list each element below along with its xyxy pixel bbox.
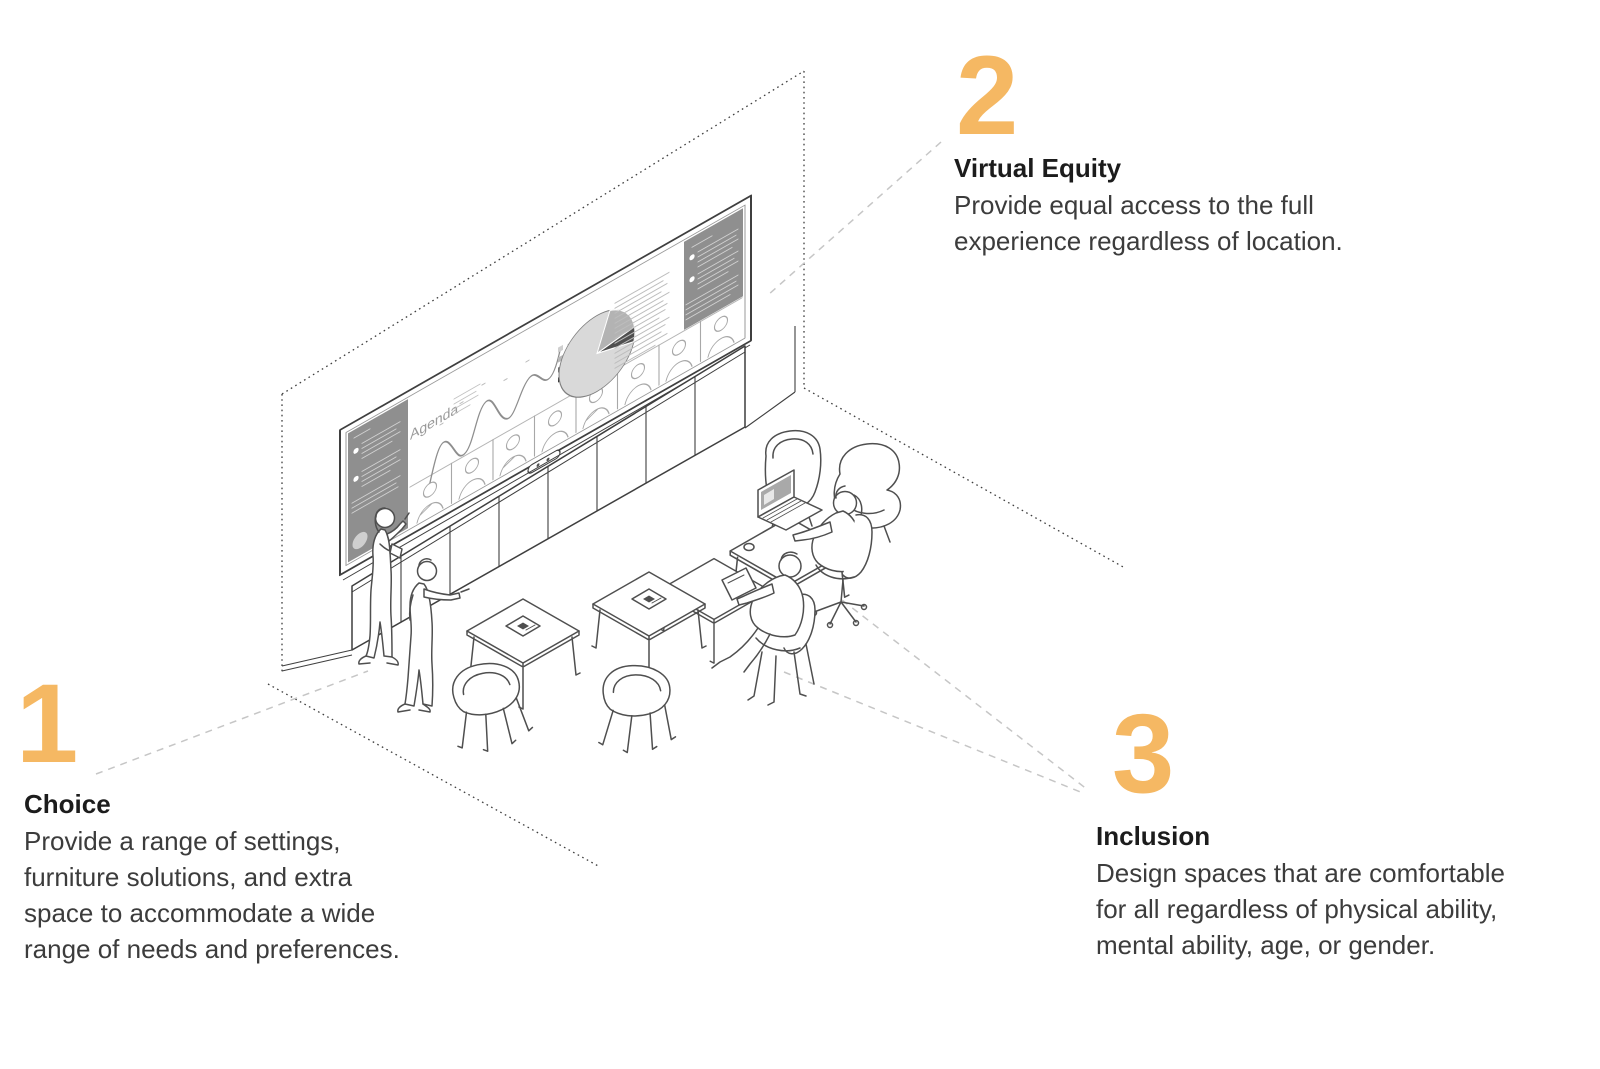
callout-virtual-equity-title: Virtual Equity [954,153,1122,183]
leader-line-1 [95,670,369,775]
callout-inclusion: 3 [1112,691,1174,816]
seated-woman [792,485,863,573]
presenter-woman [358,507,410,666]
seated-man [711,551,805,673]
callout-virtual-equity-description: Provide equal access to the full experie… [954,190,1343,256]
screen-right-notes-panel [684,208,743,330]
leader-lines [95,141,1089,794]
puck-speaker [743,542,755,552]
leader-line-3b [783,671,1084,794]
callout-choice-number: 1 [16,661,78,786]
callout-inclusion-number: 3 [1112,691,1174,816]
callout-virtual-equity-text: Virtual Equity Provide equal access to t… [954,150,1424,259]
callout-inclusion-text: Inclusion Design spaces that are comfort… [1096,818,1576,963]
camera-soundbar [527,449,561,474]
callout-virtual-equity-number: 2 [956,33,1018,158]
display-wall: Agenda [339,194,752,577]
leader-line-3a [841,599,1089,791]
callout-choice-description: Provide a range of settings, furniture s… [24,826,400,964]
callout-virtual-equity: 2 [956,33,1018,158]
presenter-man [397,558,470,713]
screen-line-chart [429,349,561,484]
credenza [281,326,796,672]
callout-choice-title: Choice [24,789,111,819]
shell-chair-left [448,658,536,756]
wall-corner [744,326,796,429]
screen-text-column [614,271,670,369]
shell-chair-right [597,662,681,757]
speaker-avatar-dot [352,531,368,550]
callout-choice-text: Choice Provide a range of settings, furn… [24,786,474,967]
floor-edge-front [267,683,601,868]
wall-base-trim [281,649,353,672]
office-chair [810,513,873,629]
room-outline [267,70,1126,868]
callout-inclusion-title: Inclusion [1096,821,1211,851]
laptop [757,469,823,531]
callout-choice: 1 [16,661,78,786]
leader-line-2 [767,141,942,296]
callout-inclusion-description: Design spaces that are comfortable for a… [1096,858,1505,960]
